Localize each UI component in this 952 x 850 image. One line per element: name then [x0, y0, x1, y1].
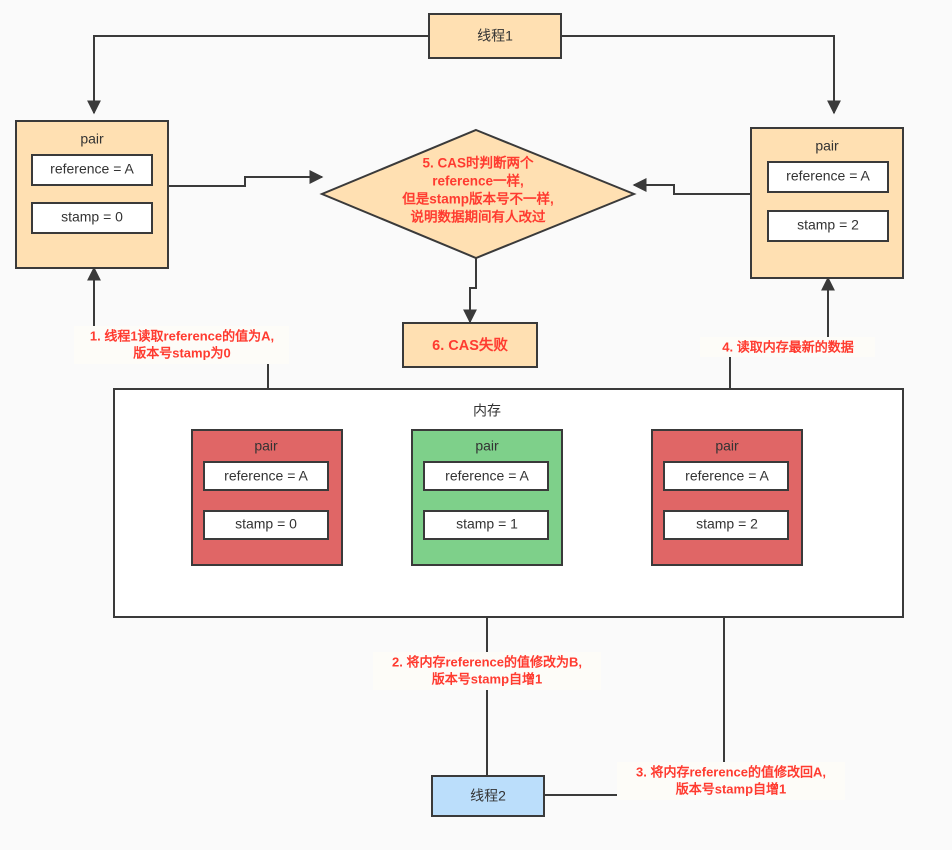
- node-thread1[interactable]: 线程1: [428, 13, 562, 59]
- memory-title: 内存: [473, 403, 501, 419]
- note-4-background: [700, 337, 875, 357]
- decision-line-2: reference一样,: [432, 173, 524, 189]
- node-memory-pair-2[interactable]: pair reference = A stamp = 1: [411, 429, 563, 566]
- memory-pair-2-box[interactable]: [411, 429, 563, 566]
- decision-line-4: 说明数据期间有人改过: [411, 209, 546, 225]
- memory-pair-3-reference-field: [663, 461, 789, 491]
- edge-right-pair-to-decision: [632, 178, 751, 195]
- note-2: 2. 将内存reference的值修改为B, 版本号stamp自增1: [373, 652, 601, 690]
- decision-diamond[interactable]: [319, 128, 637, 260]
- node-thread2[interactable]: 线程2: [431, 775, 545, 817]
- note-3-background: [617, 762, 845, 800]
- right-pair-stamp-field: [767, 210, 889, 242]
- edge-thread1-to-left-pair: [87, 35, 429, 115]
- right-pair-reference-value: reference = A: [786, 168, 870, 184]
- left-pair-reference-field: [31, 154, 153, 186]
- cas-fail-label: 6. CAS失败: [432, 336, 508, 354]
- memory-pair-3-box[interactable]: [651, 429, 803, 566]
- thread1-label: 线程1: [477, 28, 513, 44]
- memory-pair-2-stamp-field: [423, 510, 549, 540]
- memory-pair-1-stamp-value: stamp = 0: [235, 516, 297, 532]
- memory-pair-2-stamp-value: stamp = 1: [456, 516, 518, 532]
- thread2-label: 线程2: [470, 788, 506, 804]
- note-2-line-1: 2. 将内存reference的值修改为B,: [392, 654, 582, 669]
- node-left-thread-pair[interactable]: pair reference = A stamp = 0: [15, 120, 169, 269]
- thread2-box[interactable]: [431, 775, 545, 817]
- left-pair-stamp-value: stamp = 0: [61, 209, 123, 225]
- note-2-line-2: 版本号stamp自增1: [432, 671, 543, 686]
- right-pair-stamp-value: stamp = 2: [797, 217, 859, 233]
- memory-pair-3-stamp-field: [663, 510, 789, 540]
- thread1-box[interactable]: [428, 13, 562, 59]
- right-pair-box[interactable]: [750, 127, 904, 279]
- memory-pair-3-title: pair: [715, 438, 739, 454]
- edge-thread1-to-right-pair: [561, 35, 841, 115]
- memory-pair-1-title: pair: [254, 438, 278, 454]
- decision-line-1: 5. CAS时判断两个: [422, 155, 534, 171]
- memory-pair-2-reference-value: reference = A: [445, 468, 529, 484]
- note-1: 1. 线程1读取reference的值为A, 版本号stamp为0: [74, 326, 289, 364]
- edge-left-pair-to-decision: [168, 170, 324, 187]
- node-right-thread-pair[interactable]: pair reference = A stamp = 2: [750, 127, 904, 279]
- memory-pair-2-reference-field: [423, 461, 549, 491]
- note-1-line-1: 1. 线程1读取reference的值为A,: [90, 328, 274, 343]
- note-3-line-1: 3. 将内存reference的值修改回A,: [636, 764, 826, 779]
- decision-line-3: 但是stamp版本号不一样,: [401, 191, 554, 207]
- memory-pair-2-title: pair: [475, 438, 499, 454]
- left-pair-title: pair: [80, 131, 104, 147]
- note-4: 4. 读取内存最新的数据: [700, 337, 875, 357]
- node-decision-cas-check[interactable]: 5. CAS时判断两个 reference一样, 但是stamp版本号不一样, …: [319, 128, 637, 260]
- node-memory-pair-3[interactable]: pair reference = A stamp = 2: [651, 429, 803, 566]
- note-4-line-1: 4. 读取内存最新的数据: [722, 339, 853, 354]
- note-1-line-2: 版本号stamp为0: [133, 345, 231, 360]
- note-1-background: [74, 326, 289, 364]
- memory-pair-3-reference-value: reference = A: [685, 468, 769, 484]
- memory-pair-1-reference-field: [203, 461, 329, 491]
- right-pair-title: pair: [815, 138, 839, 154]
- left-pair-box[interactable]: [15, 120, 169, 269]
- note-3: 3. 将内存reference的值修改回A, 版本号stamp自增1: [617, 762, 845, 800]
- memory-pair-1-box[interactable]: [191, 429, 343, 566]
- right-pair-reference-field: [767, 161, 889, 193]
- node-cas-fail[interactable]: 6. CAS失败: [402, 322, 538, 368]
- node-memory-pair-1[interactable]: pair reference = A stamp = 0: [191, 429, 343, 566]
- cas-fail-box[interactable]: [402, 322, 538, 368]
- memory-pair-1-stamp-field: [203, 510, 329, 540]
- left-pair-reference-value: reference = A: [50, 161, 134, 177]
- note-2-background: [373, 652, 601, 690]
- left-pair-stamp-field: [31, 202, 153, 234]
- memory-pair-3-stamp-value: stamp = 2: [696, 516, 758, 532]
- edge-decision-to-cas-fail: [463, 258, 477, 324]
- memory-pair-1-reference-value: reference = A: [224, 468, 308, 484]
- note-3-line-2: 版本号stamp自增1: [676, 781, 787, 796]
